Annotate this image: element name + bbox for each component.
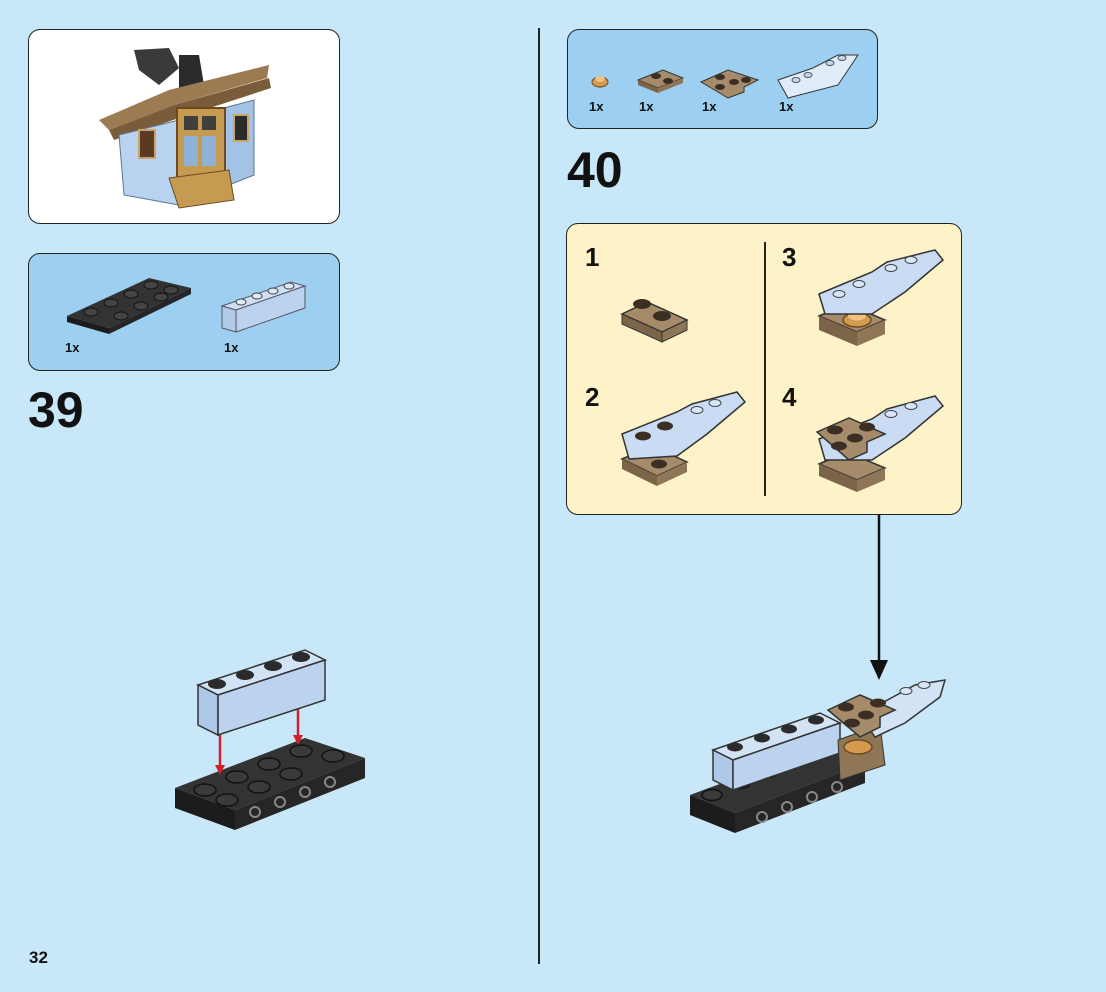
sub-assembly-images — [620, 249, 945, 492]
part-qty: 1x — [702, 99, 717, 114]
parts-39-image — [67, 278, 307, 334]
step-39-illustration — [175, 649, 365, 830]
substep-3-image — [817, 249, 945, 346]
part-qty: 1x — [639, 99, 654, 114]
substep-1-image — [620, 299, 689, 343]
attach-arrow — [870, 515, 888, 680]
substep-number-3: 3 — [782, 242, 797, 272]
parts-40-image — [591, 54, 859, 99]
model-preview-panel — [28, 29, 340, 224]
part-qty: 1x — [779, 99, 794, 114]
substep-number-2: 2 — [585, 382, 600, 412]
substep-4-image — [815, 395, 945, 492]
part-qty: 1x — [224, 340, 239, 355]
sub-assembly-divider — [764, 242, 766, 496]
part-qty: 1x — [589, 99, 604, 114]
substep-number-4: 4 — [782, 382, 797, 412]
page-number: 32 — [29, 948, 48, 967]
sub-assembly-panel: 1 3 2 4 — [566, 223, 962, 515]
step-40-illustration — [690, 679, 947, 833]
model-preview-image — [99, 48, 271, 209]
page-divider — [538, 28, 540, 964]
parts-list-step-39: 1x 1x — [28, 253, 340, 371]
part-qty: 1x — [65, 340, 80, 355]
substep-number-1: 1 — [585, 242, 600, 272]
substep-2-image — [620, 391, 747, 486]
parts-list-step-40: 1x 1x 1x 1x — [567, 29, 878, 129]
step-number-39: 39 — [28, 382, 84, 438]
step-number-40: 40 — [567, 142, 623, 198]
